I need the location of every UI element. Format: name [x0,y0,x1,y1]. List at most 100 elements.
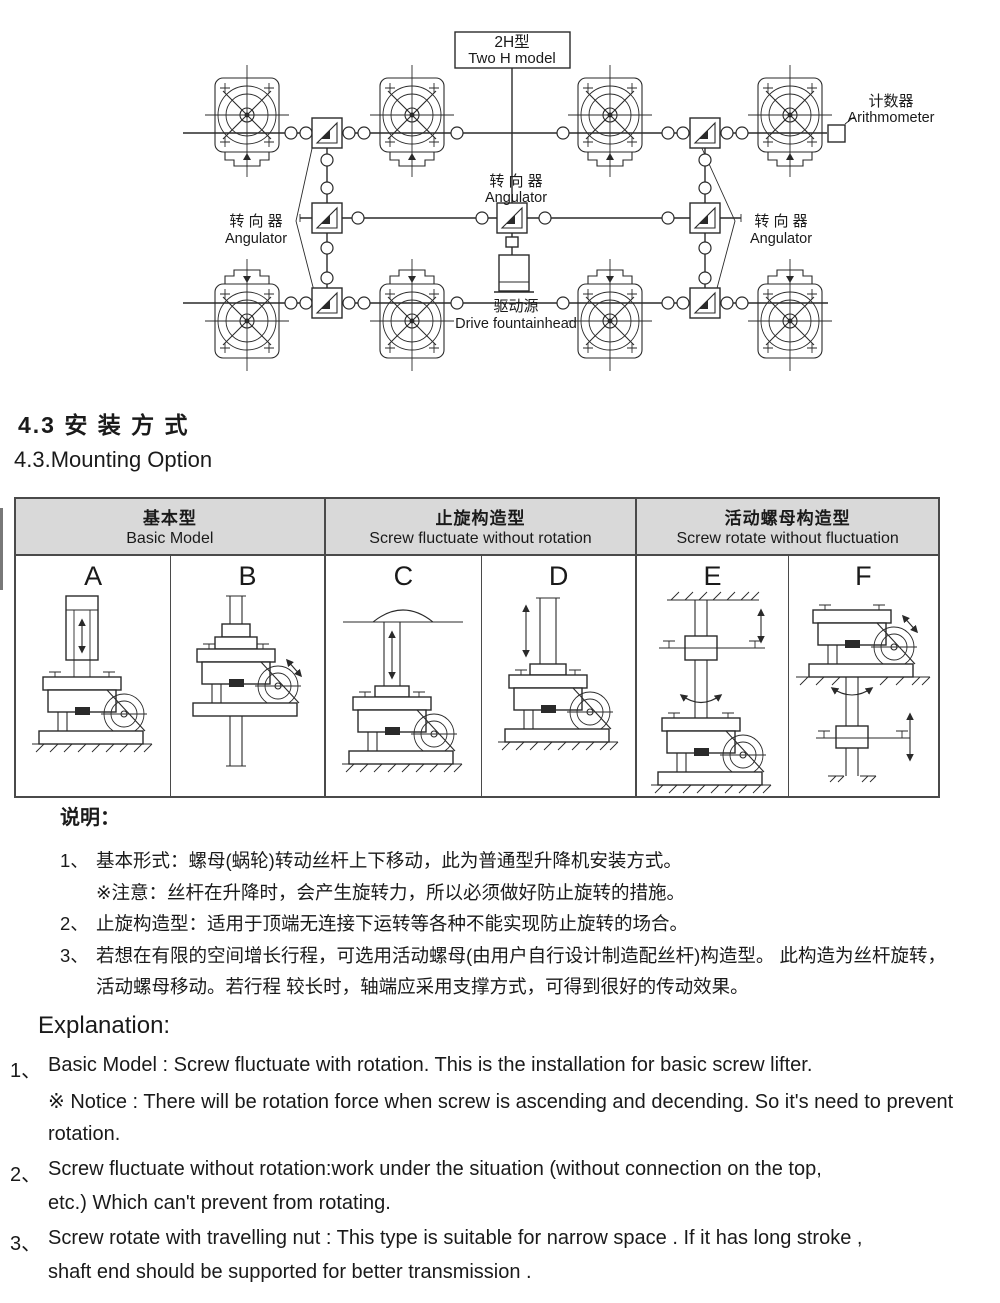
mount-cell-d: D [482,556,638,796]
mount-cell-b: B [171,556,326,796]
mount-letter-a: A [84,561,103,591]
header-no-rotation-en: Screw fluctuate without rotation [369,530,592,547]
notes-zh-line-2: ※注意：丝杆在升降时，会产生旋转力，所以必须做好防止旋转的措施。 [60,879,996,911]
angulator-left-label-zh: 转 向 器 [229,213,282,230]
notes-zh: 说明： 1、 基本形式：螺母(蜗轮)转动丝杆上下移动，此为普通型升降机安装方式。… [60,801,996,1005]
table-body-row: A [16,556,938,796]
header-no-rotation-zh: 止旋构造型 [435,509,526,528]
mounting-drawing-d [497,597,619,751]
jack-bottom-2 [369,258,455,372]
angulator-center-label-zh: 转 向 器 [489,173,542,190]
notes-zh-num-1: 1、 [60,850,89,871]
angulator-bottom-right [689,287,721,319]
header-travelling-nut-en: Screw rotate without fluctuation [676,530,899,547]
notes-en-num-1: 1、 [10,1060,42,1082]
mount-cell-e: E [637,556,789,796]
section-heading-zh: 4.3 安 装 方 式 [18,412,190,438]
header-basic-model-zh: 基本型 [142,509,197,528]
notes-en-title: Explanation: [38,1012,171,1039]
jack-top-1 [204,64,290,178]
shaft-couplings [284,126,749,310]
jack-top-3 [567,64,653,178]
notes-en-line-5: etc.) Which can't prevent from rotating. [10,1192,998,1227]
notes-en-text-1: Basic Model : Screw fluctuate with rotat… [48,1054,813,1076]
mounting-drawing-f [796,604,931,783]
mounting-drawing-b [192,595,303,767]
angulator-right-label-zh: 转 向 器 [754,213,807,230]
notes-en-line-6: 3、 Screw rotate with travelling nut : Th… [10,1227,998,1262]
angulator-right-label-en: Angulator [750,231,812,247]
section-heading-en: 4.3.Mounting Option [14,447,213,472]
mount-cell-a: A [16,556,172,796]
notes-en-text-7: shaft end should be supported for better… [48,1261,532,1283]
header-basic-model-en: Basic Model [126,530,214,547]
jack-bottom-4 [747,258,833,372]
diagram-labels: 转 向 器 Angulator 转 向 器 Angulator 转 向 器 An… [225,93,935,332]
table-header-row: 基本型 Basic Model 止旋构造型 Screw fluctuate wi… [16,499,938,556]
header-basic-model: 基本型 Basic Model [16,499,326,554]
shaft-braces [295,143,736,319]
jack-bottom-1 [204,258,290,372]
drive-label-en: Drive fountainhead [455,316,577,332]
notes-zh-num-3: 2、 [60,913,89,934]
notes-zh-text-3: 止旋构造型：适用于顶端无连接下运转等各种不能实现防止旋转的场合。 [96,913,689,934]
angulator-center-label-en: Angulator [485,190,547,206]
notes-zh-line-1: 1、 基本形式：螺母(蜗轮)转动丝杆上下移动，此为普通型升降机安装方式。 [60,847,996,879]
notes-en-line-1: 1、 Basic Model : Screw fluctuate with ro… [10,1054,998,1089]
angulator-top-right [689,117,721,149]
arithmometer-label-zh: 计数器 [868,93,913,110]
jack-top-4 [747,64,833,178]
mount-letter-f: F [855,561,872,591]
notes-en-text-5: etc.) Which can't prevent from rotating. [48,1192,391,1214]
arithmometer [827,116,855,143]
mount-letter-d: D [548,561,569,591]
angulator-left-label-en: Angulator [225,231,287,247]
notes-zh-line-5: 活动螺母移动。若行程 较长时，轴端应采用支撑方式，可得到很好的传动效果。 [60,973,996,1005]
drive-source [494,236,534,293]
arithmometer-label-en: Arithmometer [847,110,934,126]
mounting-drawing-c [341,609,464,773]
mount-letter-b: B [238,561,257,591]
notes-en-num-4: 2、 [10,1163,42,1186]
notes-zh-line-4: 3、 若想在有限的空间增长行程，可选用活动螺母(由用户自行设计制造配丝杆)构造型… [60,942,996,974]
diagram-title-en: Two H model [468,50,556,67]
notes-en-line-7: shaft end should be supported for better… [10,1261,998,1296]
notes-zh-title: 说明： [60,807,120,829]
mount-cell-c: C [326,556,482,796]
notes-en-text-4: Screw fluctuate without rotation:work un… [48,1157,822,1180]
notes-en-line-2: ※ Notice : There will be rotation force … [10,1089,998,1124]
mounting-drawing-e [650,591,773,794]
angulator-mid-center [496,202,528,234]
jack-bottom-3 [567,258,653,372]
mount-cell-f: F [789,556,938,796]
two-h-model-diagram: 2H型 Two H model 转 向 器 Angulator 转 向 器 An… [183,31,935,372]
jack-top-2 [369,64,455,178]
header-travelling-nut: 活动螺母构造型 Screw rotate without fluctuation [637,499,938,554]
drive-label-zh: 驱动源 [493,298,538,315]
angulator-bottom-left [311,287,343,319]
diagram-title-box: 2H型 Two H model [454,31,571,69]
notes-zh-line-3: 2、 止旋构造型：适用于顶端无连接下运转等各种不能实现防止旋转的场合。 [60,910,996,942]
angulator-mid-left [311,202,343,234]
diagram-title-zh: 2H型 [494,33,529,51]
notes-en-num-6: 3、 [10,1232,42,1255]
notes-zh-text-5: 活动螺母移动。若行程 较长时，轴端应采用支撑方式，可得到很好的传动效果。 [96,976,749,997]
mount-letter-e: E [703,561,722,591]
notes-zh-num-4: 3、 [60,944,89,966]
notes-en-line-4: 2、 Screw fluctuate without rotation:work… [10,1158,998,1193]
notes-en-text-2: ※ Notice : There will be rotation force … [48,1090,954,1113]
mount-letter-c: C [393,561,414,591]
notes-zh-text-2: ※注意：丝杆在升降时，会产生旋转力，所以必须做好防止旋转的措施。 [96,881,686,903]
notes-en-text-6: Screw rotate with travelling nut : This … [48,1226,863,1249]
page-edge-mark [0,508,3,590]
notes-en-text-3: rotation. [48,1123,121,1145]
angulator-top-left [311,117,343,149]
angulator-mid-right [689,202,721,234]
header-no-rotation: 止旋构造型 Screw fluctuate without rotation [326,499,638,554]
notes-zh-text-1: 基本形式：螺母(蜗轮)转动丝杆上下移动，此为普通型升降机安装方式。 [96,850,682,871]
notes-en: Explanation: 1、 Basic Model : Screw fluc… [10,1012,998,1296]
notes-zh-text-4: 若想在有限的空间增长行程，可选用活动螺母(由用户自行设计制造配丝杆)构造型。 此… [96,944,946,966]
mounting-drawing-a [31,595,153,753]
mounting-option-table: 基本型 Basic Model 止旋构造型 Screw fluctuate wi… [14,497,940,798]
